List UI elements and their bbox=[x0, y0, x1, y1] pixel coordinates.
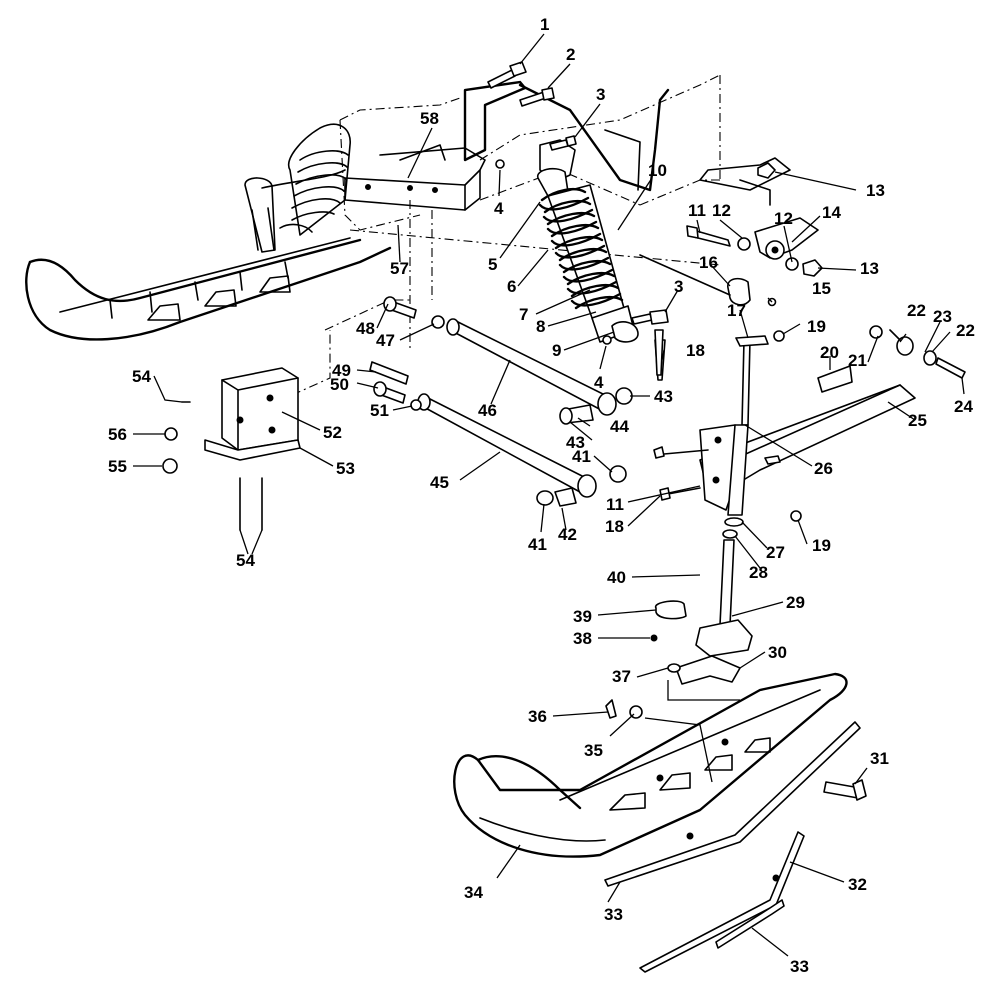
callout-22: 22 bbox=[907, 301, 926, 320]
callout-8: 8 bbox=[536, 317, 545, 336]
callout-33: 33 bbox=[790, 957, 809, 976]
callout-54: 54 bbox=[132, 367, 151, 386]
callout-20: 20 bbox=[820, 343, 839, 362]
upper-right-bracket bbox=[639, 157, 823, 307]
callout-9: 9 bbox=[552, 341, 561, 360]
callout-52: 52 bbox=[323, 423, 342, 442]
callout-32: 32 bbox=[848, 875, 867, 894]
callout-11: 11 bbox=[688, 201, 706, 220]
steering-post-bar bbox=[463, 80, 670, 192]
callout-25: 25 bbox=[908, 411, 927, 430]
callout-30: 30 bbox=[768, 643, 787, 662]
callout-44: 44 bbox=[610, 417, 629, 436]
callout-41: 41 bbox=[572, 447, 591, 466]
callout-31: 31 bbox=[870, 749, 889, 768]
callout-43: 43 bbox=[654, 387, 673, 406]
callout-17: 17 bbox=[727, 301, 746, 320]
spindle bbox=[650, 424, 753, 685]
left-fittings bbox=[369, 296, 445, 411]
callout-56: 56 bbox=[108, 425, 127, 444]
callout-5: 5 bbox=[488, 255, 497, 274]
callout-15: 15 bbox=[812, 279, 831, 298]
mounting-bracket bbox=[162, 367, 301, 531]
callout-19: 19 bbox=[807, 317, 826, 336]
callout-26: 26 bbox=[814, 459, 833, 478]
callout-47: 47 bbox=[376, 331, 395, 350]
callout-58: 58 bbox=[420, 109, 439, 128]
shock-spring-coils bbox=[538, 188, 624, 310]
callout-53: 53 bbox=[336, 459, 355, 478]
callout-18: 18 bbox=[605, 517, 624, 536]
callout-11: 11 bbox=[606, 495, 624, 514]
radius-rod-lower bbox=[417, 393, 627, 507]
background-shock-spring bbox=[279, 123, 351, 236]
callout-50: 50 bbox=[330, 375, 349, 394]
callout-18: 18 bbox=[686, 341, 705, 360]
callout-10: 10 bbox=[648, 161, 667, 180]
callout-36: 36 bbox=[528, 707, 547, 726]
callout-16: 16 bbox=[699, 253, 718, 272]
callout-45: 45 bbox=[430, 473, 449, 492]
background-ski-assembly bbox=[25, 169, 392, 341]
callout-34: 34 bbox=[464, 883, 483, 902]
top-bolts bbox=[487, 61, 669, 376]
callout-33: 33 bbox=[604, 905, 623, 924]
callout-41: 41 bbox=[528, 535, 547, 554]
callout-55: 55 bbox=[108, 457, 127, 476]
callout-4: 4 bbox=[594, 373, 604, 392]
front-ski bbox=[453, 672, 848, 858]
callout-37: 37 bbox=[612, 667, 631, 686]
callout-43: 43 bbox=[566, 433, 585, 452]
callout-24: 24 bbox=[954, 397, 973, 416]
callout-40: 40 bbox=[607, 568, 626, 587]
wear-bars bbox=[604, 721, 867, 973]
callout-39: 39 bbox=[573, 607, 592, 626]
callout-14: 14 bbox=[822, 203, 841, 222]
callout-46: 46 bbox=[478, 401, 497, 420]
callout-28: 28 bbox=[749, 563, 768, 582]
callout-51: 51 bbox=[370, 401, 389, 420]
callout-6: 6 bbox=[507, 277, 516, 296]
callout-48: 48 bbox=[356, 319, 375, 338]
callout-23: 23 bbox=[933, 307, 952, 326]
callout-13: 13 bbox=[866, 181, 885, 200]
callout-19: 19 bbox=[812, 536, 831, 555]
callout-42: 42 bbox=[558, 525, 577, 544]
callout-38: 38 bbox=[573, 629, 592, 648]
callout-57: 57 bbox=[390, 259, 409, 278]
callout-54: 54 bbox=[236, 551, 255, 570]
callout-1: 1 bbox=[540, 15, 549, 34]
callout-4: 4 bbox=[494, 199, 504, 218]
callout-22: 22 bbox=[956, 321, 975, 340]
callout-27: 27 bbox=[766, 543, 785, 562]
callout-labels: 1 2 3 58 10 4 13 11 12 14 12 13 5 57 16 … bbox=[108, 15, 975, 976]
callout-49: 49 bbox=[332, 361, 351, 380]
leader-lines bbox=[133, 33, 965, 957]
callout-12: 12 bbox=[712, 201, 731, 220]
callout-3: 3 bbox=[674, 277, 683, 296]
shock-absorber bbox=[537, 139, 639, 343]
callout-7: 7 bbox=[519, 305, 528, 324]
callout-13: 13 bbox=[860, 259, 879, 278]
callout-2: 2 bbox=[566, 45, 575, 64]
callout-35: 35 bbox=[584, 741, 603, 760]
callout-21: 21 bbox=[848, 351, 867, 370]
callout-3: 3 bbox=[596, 85, 605, 104]
callout-12: 12 bbox=[774, 209, 793, 228]
callout-29: 29 bbox=[786, 593, 805, 612]
